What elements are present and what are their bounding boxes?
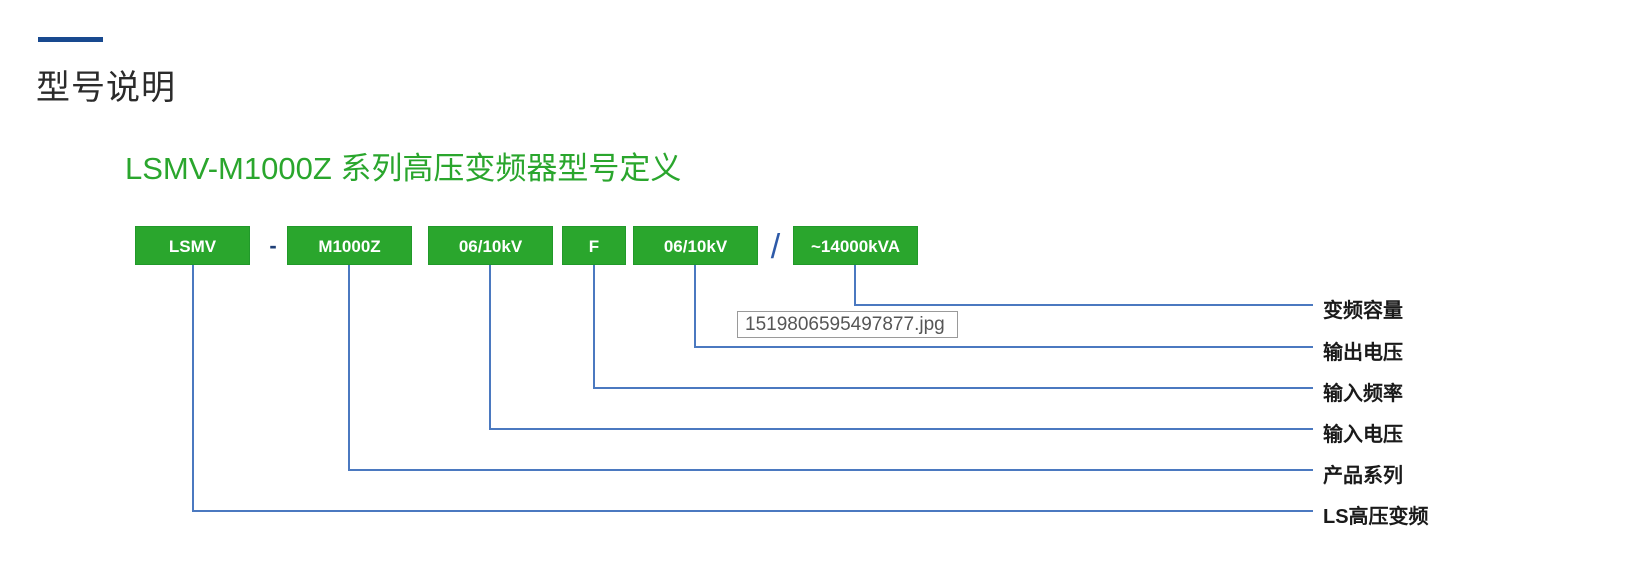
meaning-label-ls-brand: LS高压变频 — [1323, 506, 1429, 528]
separator-slash: / — [770, 228, 781, 266]
connector-vertical-input-frequency — [593, 265, 595, 389]
segment-box-output-voltage: 06/10kV — [633, 226, 758, 265]
connector-vertical-input-voltage — [489, 265, 491, 430]
connector-horizontal-input-frequency — [593, 387, 1313, 389]
segment-box-input-frequency: F — [562, 226, 626, 265]
connector-horizontal-ls-brand — [192, 510, 1313, 512]
connector-vertical-output-voltage — [694, 265, 696, 348]
separator-dash: - — [269, 233, 277, 258]
meaning-label-input-frequency: 输入频率 — [1323, 383, 1403, 405]
segment-box-capacity: ~14000kVA — [793, 226, 918, 265]
connector-horizontal-product-series — [348, 469, 1313, 471]
section-title: 型号说明 — [36, 69, 176, 107]
segment-box-input-voltage: 06/10kV — [428, 226, 553, 265]
image-filename-tooltip: 1519806595497877.jpg — [737, 311, 958, 338]
section-accent-bar — [38, 37, 103, 42]
connector-vertical-product-series — [348, 265, 350, 471]
meaning-label-capacity: 变频容量 — [1323, 300, 1403, 322]
connector-horizontal-input-voltage — [489, 428, 1313, 430]
connector-horizontal-capacity — [854, 304, 1313, 306]
segment-box-product-series: M1000Z — [287, 226, 412, 265]
meaning-label-output-voltage: 输出电压 — [1323, 342, 1403, 364]
diagram-title: LSMV-M1000Z 系列高压变频器型号定义 — [125, 151, 682, 186]
connector-vertical-ls-brand — [192, 265, 194, 512]
segment-box-series-brand: LSMV — [135, 226, 250, 265]
meaning-label-input-voltage: 输入电压 — [1323, 424, 1403, 446]
meaning-label-product-series: 产品系列 — [1323, 465, 1403, 487]
connector-vertical-capacity — [854, 265, 856, 306]
connector-horizontal-output-voltage — [694, 346, 1313, 348]
